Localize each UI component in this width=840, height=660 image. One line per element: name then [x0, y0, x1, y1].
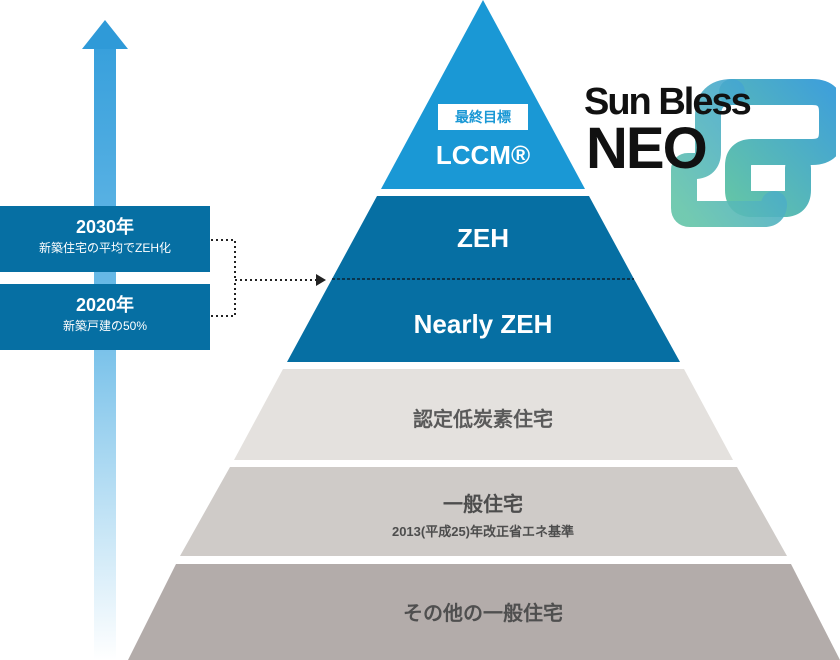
final-goal-badge: 最終目標: [438, 104, 528, 130]
tier-label-general-housing: 一般住宅: [443, 494, 523, 516]
brand-logo-mark-icon: [671, 79, 836, 227]
progress-arrow-shaft: [94, 48, 116, 660]
tier-label-other-housing: その他の一般住宅: [403, 603, 563, 625]
milestone-description: 新築戸建の50%: [62, 319, 148, 333]
milestone-2020: 2020年 新築戸建の50%: [0, 284, 210, 350]
tier-other-housing: [128, 564, 840, 660]
tier-lccm: [381, 0, 585, 189]
tier-sublabel-general-housing: 2013(平成25)年改正省エネ基準: [391, 524, 575, 539]
tier-low-carbon: [234, 369, 733, 460]
connector-arrowhead-icon: [316, 274, 326, 286]
tier-zeh: [332, 196, 634, 279]
up-arrow-icon: [82, 20, 128, 49]
milestone-year: 2030年: [75, 217, 135, 237]
milestone-year: 2020年: [75, 295, 135, 315]
brand-name-line2: NEO: [586, 116, 708, 181]
milestone-2030: 2030年 新築住宅の平均でZEH化: [0, 206, 210, 272]
tier-nearly-zeh: [287, 279, 680, 362]
tier-label-lccm: LCCM®: [435, 140, 531, 170]
tier-label-low-carbon: 認定低炭素住宅: [413, 409, 553, 431]
brand-name-line1: Sun Bless: [584, 81, 752, 123]
milestone-description: 新築住宅の平均でZEH化: [38, 241, 171, 255]
connector-2020: [211, 280, 236, 317]
connector-2030: [211, 239, 236, 280]
tier-general-housing: [180, 467, 787, 556]
tier-label-nearly-zeh: Nearly ZEH: [413, 309, 553, 339]
tier-label-zeh: ZEH: [457, 223, 509, 253]
